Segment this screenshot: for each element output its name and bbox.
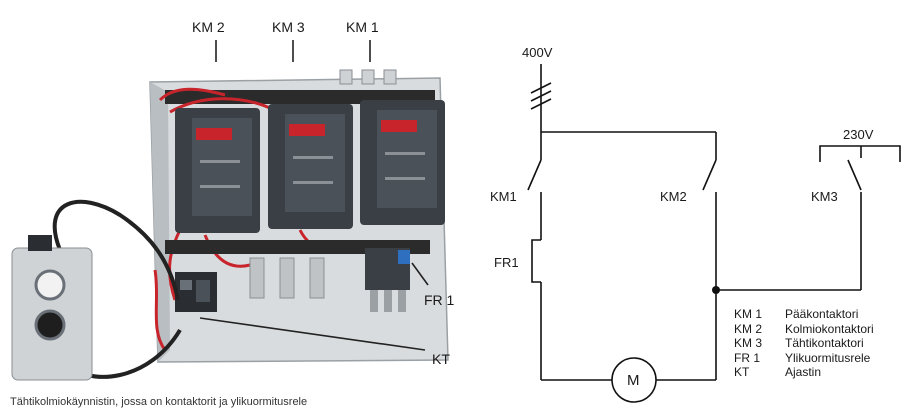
label-km2: KM 2	[192, 19, 225, 35]
schematic-label-km3: KM3	[811, 189, 838, 204]
legend-row: KT Ajastin	[734, 365, 874, 380]
legend-code: KM 1	[734, 307, 763, 321]
label-km1: KM 1	[346, 19, 379, 35]
schematic-label-km1: KM1	[490, 189, 517, 204]
legend-desc: Tähtikontaktori	[785, 336, 864, 350]
stop-button	[34, 309, 66, 341]
legend-row: KM 1 Pääkontaktori	[734, 307, 874, 322]
pushbutton-station	[11, 235, 93, 381]
schematic-label-km2: KM2	[660, 189, 687, 204]
top-terminals	[339, 69, 397, 85]
schematic-label-fr1: FR1	[494, 255, 519, 270]
legend-desc: Ajastin	[785, 365, 822, 379]
legend-desc: Kolmiokontaktori	[785, 321, 874, 336]
contactor-km1	[360, 100, 445, 225]
photo-caption: Tähtikolmiokäynnistin, jossa on kontakto…	[10, 396, 308, 408]
legend-row: FR 1 Ylikuormitusrele	[734, 351, 874, 366]
timer-kt	[175, 272, 217, 312]
legend-code: KM 2	[734, 321, 763, 336]
label-km3: KM 3	[272, 19, 305, 35]
legend-code: FR 1	[734, 350, 761, 365]
starter-photo	[11, 40, 449, 381]
contactor-km2	[175, 108, 260, 233]
label-230v: 230V	[843, 127, 874, 142]
km1-switch	[527, 159, 542, 191]
legend-row: KM 2 Kolmiokontaktori	[734, 322, 874, 337]
label-kt: KT	[432, 351, 450, 367]
cable	[52, 199, 180, 301]
legend-row: KM 3 Tähtikontaktori	[734, 336, 874, 351]
start-button	[34, 269, 66, 301]
junction-node	[712, 286, 720, 294]
km2-switch	[702, 159, 717, 191]
legend-code: KM 3	[734, 336, 763, 350]
label-fr1: FR 1	[424, 292, 455, 308]
legend-code: KT	[734, 365, 750, 379]
overload-relay-fr1	[365, 248, 410, 312]
legend: KM 1 Pääkontaktori KM 2 Kolmiokontaktori K…	[734, 307, 874, 380]
km3-switch	[847, 159, 862, 191]
legend-desc: Ylikuormitusrele	[785, 350, 871, 365]
label-leaders	[199, 40, 429, 351]
label-400v: 400V	[522, 45, 553, 60]
legend-desc: Pääkontaktori	[785, 307, 859, 321]
fr1-thermal	[531, 239, 541, 283]
motor-label: M	[627, 372, 640, 389]
contactor-km3	[268, 104, 353, 229]
